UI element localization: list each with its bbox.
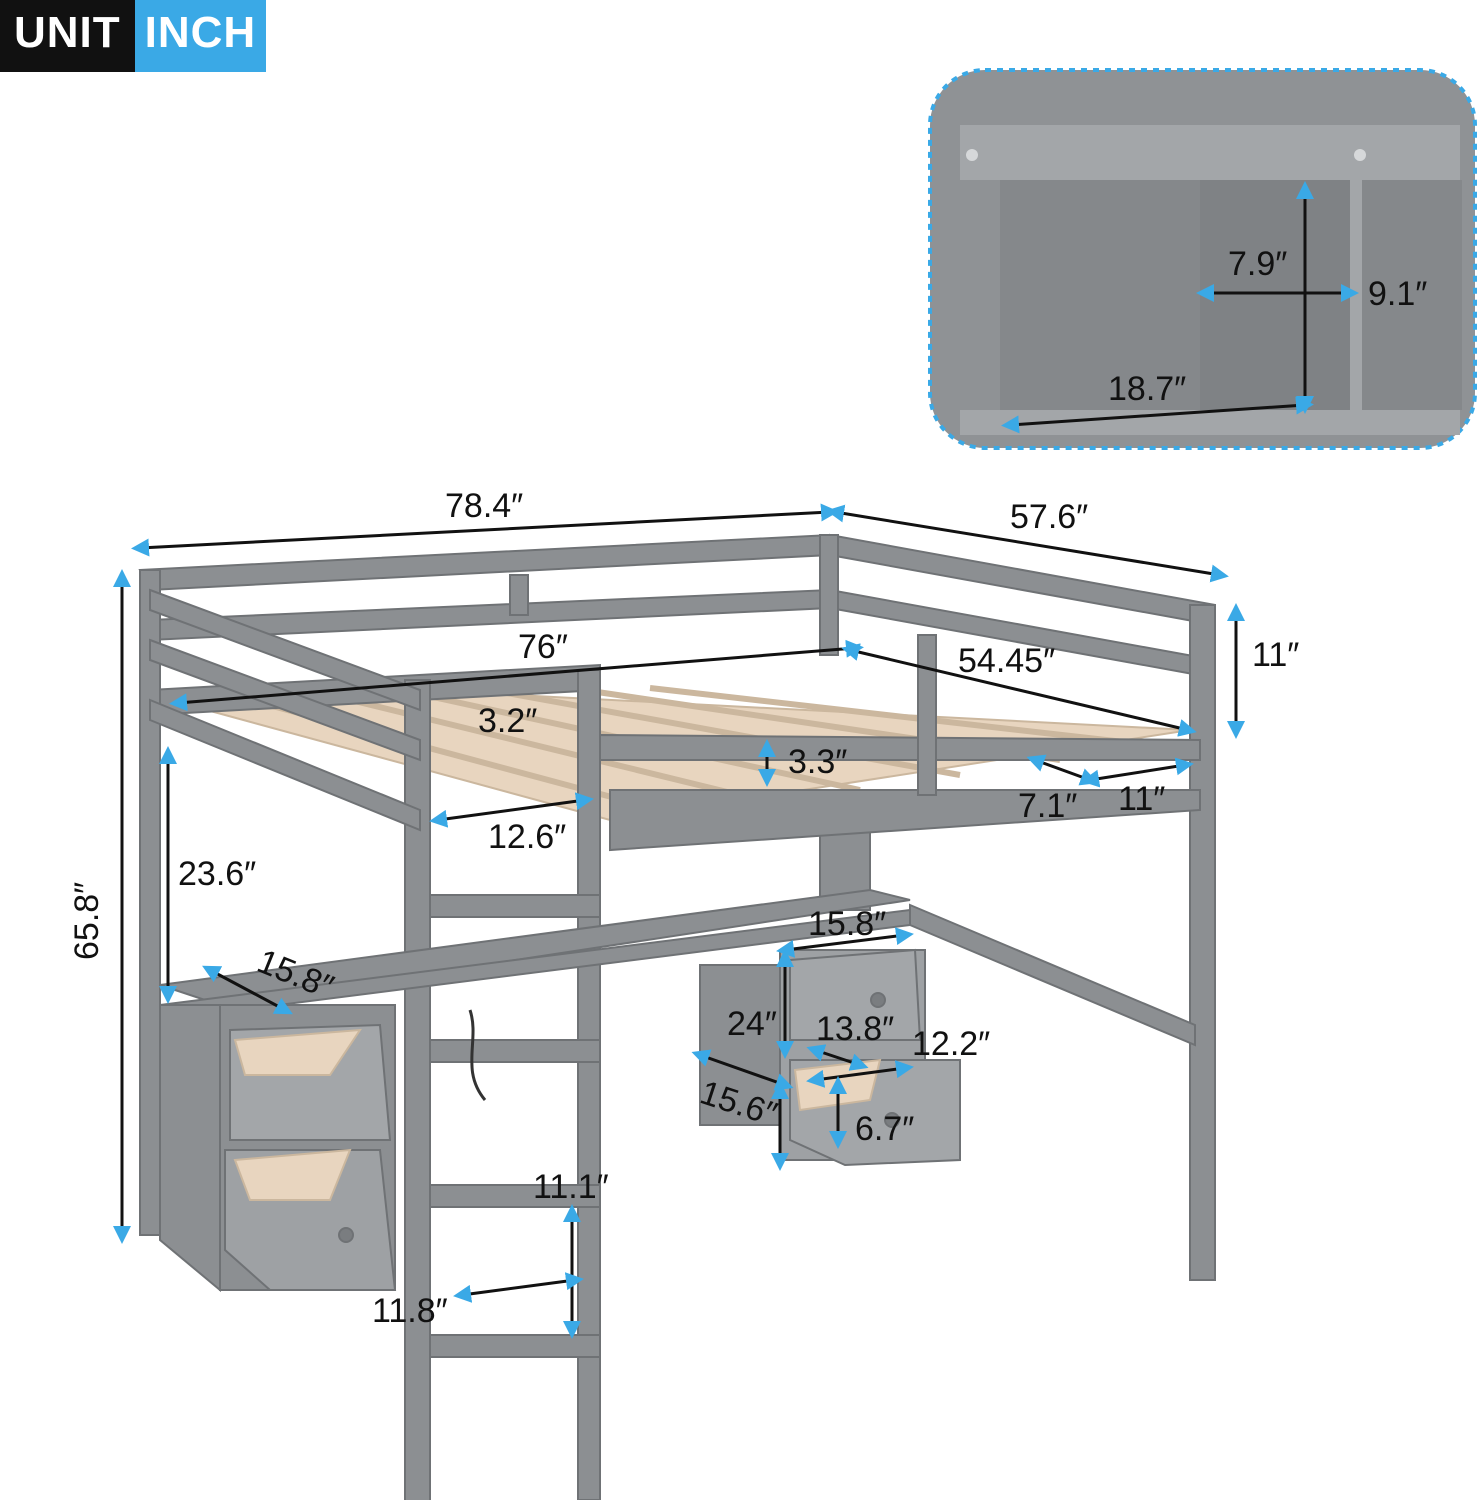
inset-width-label: 18.7″ xyxy=(1108,370,1186,408)
unit-label: UNIT xyxy=(0,0,135,72)
inset-detail: 7.9″ 9.1″ 18.7″ xyxy=(928,68,1477,450)
slat-gap-label: 3.2″ xyxy=(478,702,537,740)
cabinet-height-label: 24″ xyxy=(727,1005,777,1043)
ladder-offset-label: 12.6″ xyxy=(488,818,566,856)
unit-value: INCH xyxy=(134,0,267,72)
rung-spacing-label: 11.8″ xyxy=(372,1292,448,1330)
corner-a-label: 7.1″ xyxy=(1018,787,1077,825)
inset-height-label: 7.9″ xyxy=(1228,245,1287,283)
drawer-width-label: 13.8″ xyxy=(816,1010,894,1048)
inner-width-label: 54.45″ xyxy=(958,642,1055,680)
drawer-depth-label: 12.2″ xyxy=(912,1025,990,1063)
overall-height-label: 65.8″ xyxy=(68,882,106,960)
overall-width-label: 57.6″ xyxy=(1010,498,1088,536)
inset-depth-label: 9.1″ xyxy=(1368,275,1427,313)
guard-height-label: 11″ xyxy=(1252,636,1299,674)
inner-length-label: 76″ xyxy=(518,628,568,666)
rail-gap-label: 3.3″ xyxy=(788,743,847,781)
shelf-height-label: 23.6″ xyxy=(178,855,256,893)
ladder-width-label: 11.1″ xyxy=(533,1168,609,1206)
drawer-height-label: 6.7″ xyxy=(855,1110,914,1148)
overall-length-label: 78.4″ xyxy=(445,487,523,525)
dimension-labels: 78.4″ 57.6″ 76″ 54.45″ 11″ 3.2″ 3.3″ 12.… xyxy=(68,487,1299,1330)
dimension-lines xyxy=(113,503,1245,1339)
corner-b-label: 11″ xyxy=(1118,780,1165,818)
unit-badge: UNIT INCH xyxy=(0,0,267,72)
cabinet-width-label: 15.8″ xyxy=(808,905,886,943)
